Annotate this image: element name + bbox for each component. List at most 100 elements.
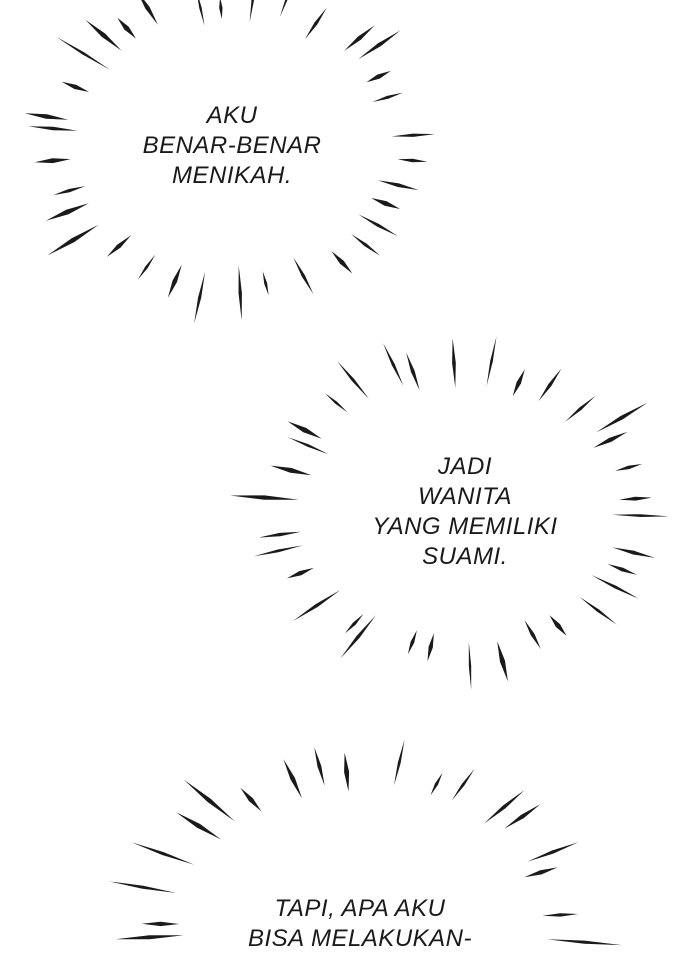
burst-stroke — [549, 615, 567, 636]
speech-line: JADI — [437, 453, 492, 480]
burst-stroke — [293, 257, 314, 295]
burst-stroke — [45, 203, 89, 221]
burst-stroke — [249, 0, 255, 23]
burst-stroke — [542, 913, 579, 917]
burst-stroke — [109, 881, 177, 893]
burst-stroke — [194, 271, 206, 324]
burst-stroke — [391, 133, 435, 137]
speech-line: BISA MELAKUKAN- — [247, 925, 472, 952]
burst-stroke — [258, 531, 301, 538]
burst-stroke — [512, 369, 525, 397]
burst-1 — [24, 0, 435, 324]
burst-stroke — [219, 0, 223, 19]
burst-stroke — [293, 590, 341, 621]
burst-stroke — [325, 393, 348, 413]
burst-stroke — [596, 402, 648, 433]
speech-line: AKU — [206, 102, 258, 129]
burst-stroke — [287, 421, 322, 439]
burst-stroke — [497, 641, 508, 682]
burst-stroke — [612, 547, 655, 558]
burst-stroke — [47, 224, 99, 256]
burst-stroke — [230, 495, 299, 500]
burst-stroke — [28, 126, 78, 131]
burst-stroke — [176, 812, 222, 840]
speech-text-1: AKU BENAR-BENAR MENIKAH. — [132, 101, 332, 191]
burst-stroke — [527, 842, 579, 862]
burst-stroke — [345, 614, 364, 634]
burst-stroke — [394, 739, 405, 786]
burst-stroke — [137, 254, 156, 280]
burst-stroke — [85, 19, 122, 51]
burst-stroke — [430, 772, 443, 796]
burst-stroke — [262, 271, 269, 296]
burst-stroke — [344, 752, 350, 792]
burst-stroke — [397, 158, 428, 163]
burst-stroke — [351, 234, 381, 256]
burst-stroke — [34, 158, 71, 164]
speech-line: WANITA — [417, 483, 513, 510]
burst-stroke — [61, 81, 90, 92]
burst-stroke — [593, 431, 628, 448]
burst-stroke — [504, 804, 541, 829]
burst-stroke — [366, 70, 391, 83]
burst-stroke — [183, 779, 235, 822]
burst-stroke — [24, 113, 69, 120]
burst-stroke — [427, 633, 434, 662]
burst-stroke — [538, 368, 562, 402]
burst-stroke — [372, 92, 403, 102]
burst-stroke — [337, 361, 369, 399]
speech-line: SUAMI. — [422, 543, 508, 570]
burst-stroke — [486, 336, 497, 387]
burst-stroke — [270, 465, 312, 476]
burst-stroke — [238, 265, 242, 321]
burst-stroke — [115, 935, 184, 940]
speech-text-2: JADI WANITA YANG MEMILIKI SUAMI. — [355, 452, 575, 572]
burst-stroke — [546, 939, 622, 946]
burst-stroke — [607, 564, 637, 575]
burst-stroke — [279, 0, 288, 17]
burst-stroke — [286, 567, 314, 579]
burst-stroke — [579, 596, 617, 625]
speech-line: MENIKAH. — [171, 162, 292, 189]
speech-line: YANG MEMILIKI — [372, 513, 558, 540]
burst-2 — [230, 336, 669, 690]
burst-stroke — [591, 575, 639, 599]
burst-stroke — [240, 787, 262, 812]
burst-stroke — [197, 0, 205, 26]
burst-stroke — [619, 496, 652, 501]
burst-stroke — [167, 264, 182, 298]
burst-stroke — [452, 338, 456, 388]
burst-stroke — [314, 747, 325, 786]
burst-stroke — [287, 437, 329, 455]
burst-stroke — [524, 620, 541, 649]
burst-stroke — [612, 514, 669, 517]
burst-stroke — [524, 867, 558, 878]
burst-stroke — [615, 464, 643, 471]
burst-stroke — [283, 759, 302, 799]
burst-stroke — [358, 214, 398, 237]
burst-stroke — [117, 17, 136, 39]
burst-stroke — [451, 768, 475, 801]
burst-stroke — [565, 395, 596, 422]
speech-text-3: TAPI, APA AKU BISA MELAKUKAN- — [240, 894, 480, 954]
burst-stroke — [141, 921, 180, 927]
burst-stroke — [371, 198, 401, 209]
burst-stroke — [406, 352, 420, 391]
burst-stroke — [106, 235, 131, 257]
burst-stroke — [407, 630, 417, 655]
burst-stroke — [378, 180, 419, 191]
burst-stroke — [56, 36, 111, 70]
burst-stroke — [383, 343, 404, 386]
burst-stroke — [131, 842, 195, 865]
burst-stroke — [331, 251, 353, 274]
speech-line: TAPI, APA AKU — [274, 895, 446, 922]
burst-stroke — [253, 545, 303, 557]
burst-stroke — [358, 30, 401, 60]
burst-stroke — [483, 790, 525, 824]
burst-stroke — [305, 7, 327, 40]
burst-stroke — [344, 25, 375, 51]
burst-stroke — [53, 186, 86, 196]
burst-stroke — [468, 641, 472, 690]
